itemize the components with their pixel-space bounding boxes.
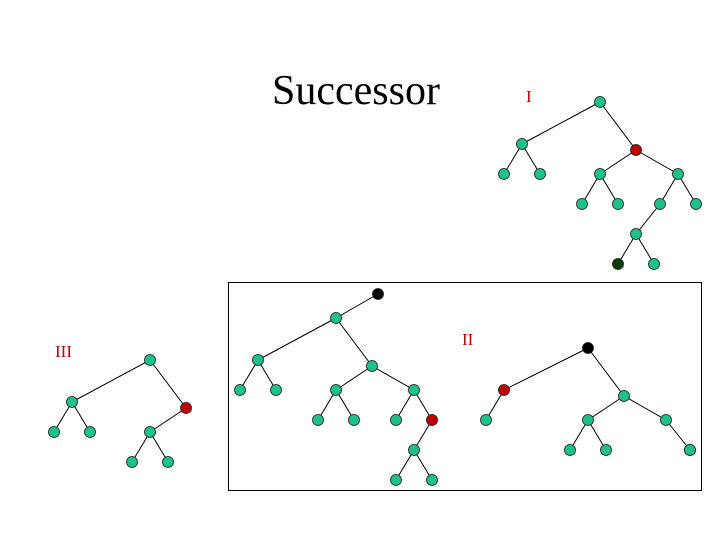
tree-node-left-red [498, 384, 510, 396]
tree-node-right-red [180, 402, 192, 414]
tree-node-rrr-left [390, 474, 402, 486]
case-label-3: III [55, 342, 72, 361]
tree-node-rr-right-red [426, 414, 438, 426]
tree-node-rl-right [348, 414, 360, 426]
tree-node-r-left [144, 426, 156, 438]
tree-edge [635, 203, 661, 235]
page-title: Successor [272, 68, 440, 114]
tree-node-root [594, 96, 606, 108]
tree-node-rl-left [126, 456, 138, 468]
tree-edge [149, 407, 187, 433]
tree-edge [665, 419, 691, 451]
tree-node-left [252, 354, 264, 366]
tree-node-rrl-left-darkgreen [612, 258, 624, 270]
tree-node-right [618, 390, 630, 402]
tree-node-left [66, 396, 78, 408]
tree-node-l-left [498, 168, 510, 180]
tree-edge [587, 395, 625, 421]
tree-node-parent-black [372, 288, 384, 300]
tree-node-rr-left [390, 414, 402, 426]
tree-edge [71, 359, 151, 403]
tree-case-1 [498, 96, 702, 270]
tree-edge [587, 347, 625, 397]
tree-node-rr-right [690, 198, 702, 210]
tree-node-rl-left [576, 198, 588, 210]
tree-edge [257, 317, 337, 361]
tree-node-l-right [270, 384, 282, 396]
tree-case-3 [48, 354, 192, 468]
tree-edge [335, 293, 379, 319]
tree-node-rl-right [612, 198, 624, 210]
tree-node-rrl-right [648, 258, 660, 270]
tree-node-rl-left [564, 444, 576, 456]
tree-node-rl-right [162, 456, 174, 468]
tree-edge [635, 149, 679, 175]
tree-node-right [366, 360, 378, 372]
tree-node-l-left [234, 384, 246, 396]
tree-case-2b [480, 342, 696, 456]
tree-node-r-left [330, 384, 342, 396]
tree-node-rl-left [312, 414, 324, 426]
tree-node-r-left [594, 168, 606, 180]
tree-node-r-left [582, 414, 594, 426]
tree-node-rl-right [600, 444, 612, 456]
tree-edge [335, 365, 373, 391]
tree-node-r-right [660, 414, 672, 426]
tree-edge [623, 395, 667, 421]
tree-node-left [516, 138, 528, 150]
tree-edge [149, 359, 187, 409]
tree-node-rr-left [654, 198, 666, 210]
tree-edge [599, 149, 637, 175]
tree-edge [599, 101, 637, 151]
tree-node-r-right [408, 384, 420, 396]
case-label-1: I [526, 87, 532, 106]
tree-node-l-left [480, 414, 492, 426]
tree-node-root [144, 354, 156, 366]
tree-node-rr-right [684, 444, 696, 456]
tree-node-l-right [84, 426, 96, 438]
case-2-frame [228, 282, 702, 491]
tree-edge [503, 347, 589, 391]
tree-node-root [330, 312, 342, 324]
tree-node-r-right [672, 168, 684, 180]
tree-node-l-left [48, 426, 60, 438]
case-label-2: II [462, 330, 474, 349]
tree-node-rrr-parent [408, 444, 420, 456]
tree-node-root-black [582, 342, 594, 354]
tree-case-2a [234, 288, 438, 486]
tree-edge [335, 317, 373, 367]
tree-edge [371, 365, 415, 391]
tree-node-l-right [534, 168, 546, 180]
tree-edge [521, 101, 601, 145]
tree-node-right-red [630, 144, 642, 156]
tree-node-rrr-right [426, 474, 438, 486]
tree-node-rrl-parent [630, 228, 642, 240]
